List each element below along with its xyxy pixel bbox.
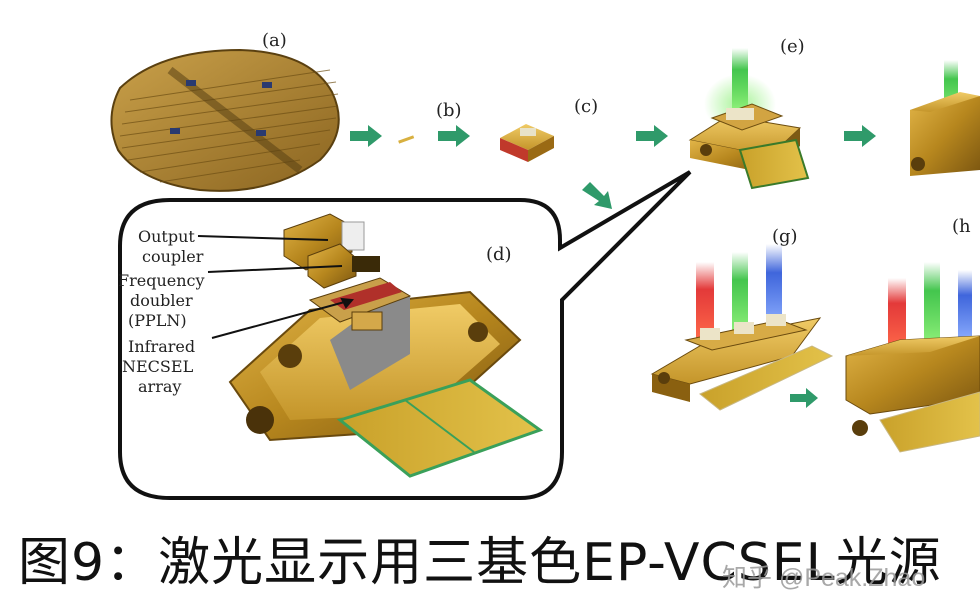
chip-icon [170,128,180,134]
arrow-right-icon [438,125,470,147]
callout-labels: Output coupler Frequency doubler (PPLN) … [118,227,210,396]
arrow-right-icon [790,388,818,408]
exploded-device-view [228,213,544,478]
frequency-doubler-crystal [352,256,380,272]
panel-label-e: (e) [780,36,805,57]
mount-hole-icon [246,406,274,434]
chip-icon [186,80,196,86]
figure-caption: 图9：激光显示用三基色EP-VCSEL光源 [18,533,942,593]
rgb-laser-package [650,244,834,411]
process-arrows [350,125,876,408]
arrow-right-icon [844,125,876,147]
arrow-right-icon [636,125,668,147]
label-frequency-doubler: Frequency doubler (PPLN) [118,271,210,330]
chip-icon [262,82,272,88]
panel-label-h: (h [952,216,971,237]
rgb-module-enclosed [845,262,980,453]
mount-hole-icon [468,322,488,342]
panel-label-a: (a) [262,30,287,51]
panel-label-g: (g) [772,226,798,247]
panel-label-b: (b) [436,100,462,121]
arrow-diagonal-icon [582,182,612,209]
green-laser-package [688,48,810,190]
panel-label-d: (d) [486,244,512,265]
chip-on-submount [500,124,554,162]
label-infrared-array: Infrared NECSEL array [122,337,200,396]
watermark: 知乎 @Peak.Zhao [722,564,926,592]
cropped-laser-package [910,60,980,176]
label-output-coupler: Output coupler [138,227,204,266]
output-coupler-mirror [341,221,365,251]
laser-chip [398,135,415,144]
chip-icon [256,130,266,136]
wafer-illustration [110,48,340,192]
arrow-right-icon [350,125,382,147]
panel-label-c: (c) [574,96,598,117]
callout-pointers [197,235,355,339]
mount-hole-icon [278,344,302,368]
